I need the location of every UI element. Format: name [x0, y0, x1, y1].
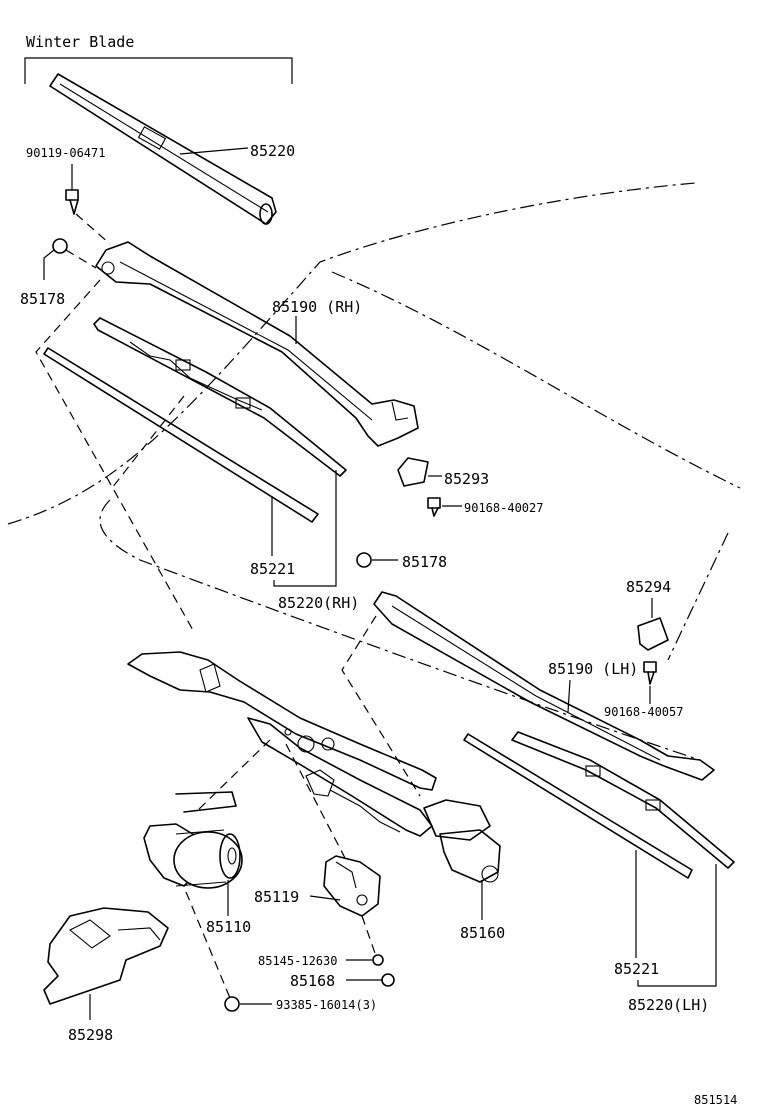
wiper-blade-lh [511, 731, 735, 869]
dash-assembly-3 [341, 615, 421, 797]
dash-assembly-7 [361, 915, 377, 957]
nut-85178-b [356, 552, 372, 568]
leader-85190-lh [567, 679, 571, 713]
dash-90119 [75, 213, 111, 245]
winter-blade-bracket [24, 57, 293, 84]
wiper-blade-rh [93, 317, 347, 477]
wiper-linkage [127, 651, 501, 883]
windshield-edge-right [667, 532, 729, 661]
label-85168: 85168 [290, 972, 335, 990]
label-85110: 85110 [206, 918, 251, 936]
dash-assembly-6 [185, 891, 231, 999]
label-90168-40027: 90168-40027 [464, 501, 543, 515]
nut-85178-a [52, 238, 68, 254]
bracket-85220-lh [637, 864, 717, 987]
windshield-outline [7, 182, 696, 525]
label-90168-40057: 90168-40057 [604, 705, 683, 719]
leader-85119 [309, 895, 341, 901]
label-85221-a: 85221 [250, 560, 295, 578]
dash-85178-a [65, 249, 97, 269]
windshield-edge-left [99, 499, 701, 761]
label-85220-rh: 85220(RH) [278, 594, 359, 612]
figure-code: 851514 [694, 1093, 737, 1107]
label-85145-12630: 85145-12630 [258, 954, 337, 968]
bolt-90168-40057 [643, 661, 657, 685]
label-85220-lh: 85220(LH) [628, 996, 709, 1014]
washer-85145 [372, 954, 384, 966]
dash-assembly-5 [195, 739, 271, 813]
wiper-arm-lh [373, 591, 715, 781]
bolt-93385 [224, 996, 240, 1012]
leader-85178-a [43, 249, 55, 280]
label-85160: 85160 [460, 924, 505, 942]
dash-assembly-4 [285, 743, 347, 861]
label-85190-lh: 85190 (LH) [548, 660, 638, 678]
cap-85294 [637, 617, 669, 651]
dash-assembly-1 [35, 279, 195, 633]
label-85178-a: 85178 [20, 290, 65, 308]
label-85293: 85293 [444, 470, 489, 488]
screw-90119 [65, 189, 79, 215]
label-90119-06471: 90119-06471 [26, 146, 105, 160]
winter-blade-header: Winter Blade [26, 33, 134, 51]
dash-assembly-2 [111, 395, 185, 489]
wiper-arm-rh [95, 241, 419, 447]
leader-85220-top [179, 147, 249, 155]
label-85220-top: 85220 [250, 142, 295, 160]
label-85298: 85298 [68, 1026, 113, 1044]
label-85119: 85119 [254, 888, 299, 906]
wiper-rubber-lh [463, 733, 693, 879]
nut-85168 [381, 973, 395, 987]
cap-85293 [397, 457, 429, 487]
label-85221-b: 85221 [614, 960, 659, 978]
label-85294: 85294 [626, 578, 671, 596]
bolt-90168-40027 [427, 497, 441, 517]
bracket-85220-rh [273, 470, 337, 587]
motor-bracket [43, 907, 169, 1005]
label-85178-b: 85178 [402, 553, 447, 571]
winter-blade-part [49, 73, 277, 225]
label-93385-16014: 93385-16014(3) [276, 998, 377, 1012]
label-85190-rh: 85190 (RH) [272, 298, 362, 316]
bracket-85119 [323, 855, 381, 917]
wiper-rubber-rh [43, 347, 319, 523]
wiper-motor [143, 791, 243, 889]
windshield-outline-inner [331, 271, 741, 489]
